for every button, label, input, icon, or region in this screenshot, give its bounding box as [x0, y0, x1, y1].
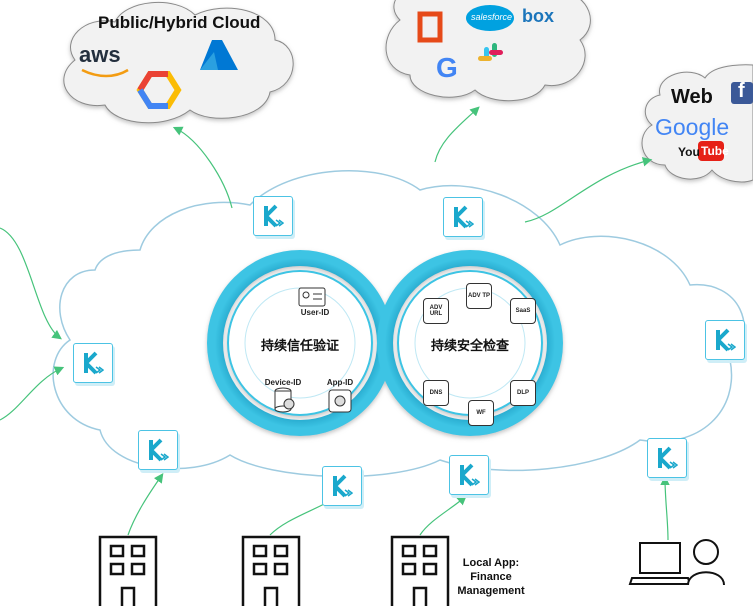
- web-cloud-shape: [641, 64, 753, 183]
- dns-chip: DNS: [423, 380, 449, 406]
- arrow-left-bottom: [0, 366, 65, 421]
- gateway-icon: [460, 463, 480, 487]
- facebook-f: f: [738, 80, 745, 102]
- gateway-icon: [264, 204, 284, 228]
- gateway-node-bottom-left: [138, 430, 178, 470]
- app-id-icon: [328, 389, 352, 413]
- youtube-you: You: [678, 145, 700, 159]
- user-id-card-icon: [298, 287, 326, 307]
- gateway-icon: [149, 438, 169, 462]
- device-id-icon: [274, 387, 295, 413]
- laptop-user-icon: [628, 539, 725, 586]
- slack-icon: [478, 43, 503, 61]
- building-2-icon: [241, 535, 301, 606]
- arrow-bldg3: [419, 495, 467, 536]
- gateway-icon: [454, 205, 474, 229]
- public-cloud-shape: [63, 1, 294, 124]
- google-wordmark: Google: [655, 114, 730, 140]
- wf-chip: WF: [468, 400, 494, 426]
- right-ring: [377, 250, 563, 436]
- adv-url-chip: ADV URL: [423, 298, 449, 324]
- dlp-chip: DLP: [510, 380, 536, 406]
- google-g-icon: G: [436, 52, 458, 83]
- gateway-node-left: [73, 343, 113, 383]
- arrow-to-web: [524, 157, 653, 223]
- building-3-icon: [390, 535, 450, 606]
- buildings: [98, 535, 450, 606]
- arrow-laptop: [660, 475, 670, 541]
- left-ring-label: 持续信任验证: [260, 339, 339, 354]
- infinity-rings: [207, 250, 563, 436]
- box-icon: box: [522, 6, 555, 26]
- youtube-tube: Tube: [701, 144, 729, 158]
- user-id-label: User-ID: [300, 308, 330, 317]
- local-app-line-3: Management: [457, 585, 525, 597]
- saas-chip: SaaS: [510, 298, 536, 324]
- web-cloud-title: Web: [671, 86, 713, 108]
- device-id-label: Device-ID: [264, 378, 302, 387]
- arrow-bldg1: [127, 473, 164, 536]
- gateway-icon: [333, 474, 353, 498]
- salesforce-icon: [466, 5, 514, 31]
- public-cloud-title: Public/Hybrid Cloud: [98, 13, 261, 32]
- aws-smile: [81, 68, 129, 78]
- app-id-label: App-ID: [326, 378, 354, 387]
- local-app-line-1: Local App:: [462, 557, 520, 569]
- arrows: [0, 106, 670, 541]
- gateway-node-bottom-center-right: [449, 455, 489, 495]
- gateway-node-top-center: [443, 197, 483, 237]
- youtube-icon: [698, 141, 724, 161]
- gateway-icon: [716, 328, 736, 352]
- arrow-left-top: [0, 227, 62, 340]
- gateway-node-bottom-right: [647, 438, 687, 478]
- local-app-line-2: Finance: [470, 571, 512, 583]
- gateway-icon: [84, 351, 104, 375]
- office-icon: [417, 11, 443, 43]
- gateway-node-bottom-center-left: [322, 466, 362, 506]
- aws-icon: aws: [79, 42, 121, 67]
- building-1-icon: [98, 535, 158, 606]
- gateway-node-right: [705, 320, 745, 360]
- main-cloud-outline: [52, 170, 745, 478]
- gateway-icon: [658, 446, 678, 470]
- local-app-label: Local App: Finance Management: [452, 556, 530, 598]
- gateway-node-top-left: [253, 196, 293, 236]
- adv-tp-chip: ADV TP: [466, 283, 492, 309]
- facebook-icon: [731, 82, 753, 104]
- right-ring-label: 持续安全检查: [430, 339, 509, 354]
- salesforce-label: salesforce: [471, 12, 513, 22]
- arrow-to-public-cloud: [172, 126, 233, 209]
- arrow-to-saas: [434, 106, 480, 163]
